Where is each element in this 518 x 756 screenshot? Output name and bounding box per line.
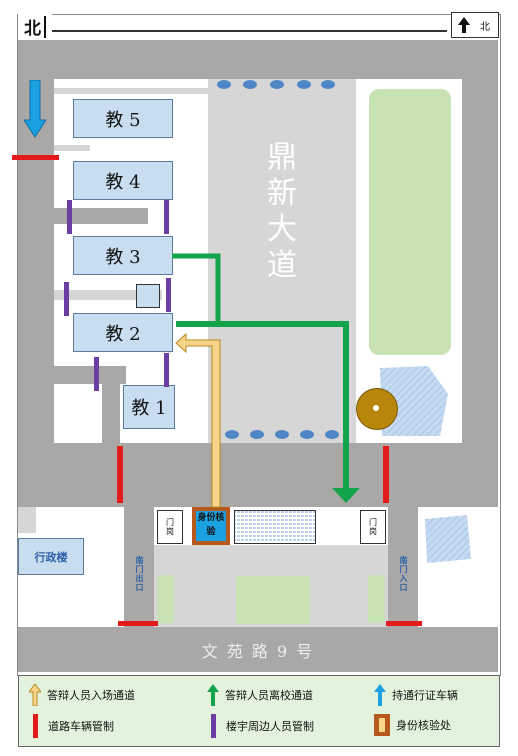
bottom-bollard-2 [250,430,264,439]
vehicle-arrow-icon [24,80,46,138]
gate-barrier [234,510,316,544]
gate-lawn-right [368,575,385,623]
entry-path-icon [175,332,221,508]
bottom-bollard-5 [325,430,339,439]
exit-arrowhead-icon [332,488,360,503]
compass-box: 北 [451,12,499,38]
north-corner [18,14,52,40]
legend-label: 道路车辆管制 [48,720,114,733]
exit-lane [124,507,154,627]
building-jiao5: 教 5 [73,99,173,138]
people-control-jiao2-right [164,353,169,387]
bottom-bollard-4 [300,430,314,439]
id-check-icon [374,714,390,736]
people-control-jiao3-left [64,282,69,316]
gate-lawn-center [236,576,310,624]
north-arrow-icon [458,17,470,33]
traffic-control-exit-vertical [117,446,123,503]
admin-building: 行政楼 [18,538,84,575]
corridor-3 [54,290,162,300]
green-arrow-icon [207,684,219,706]
fountain-center [373,405,379,411]
top-black-line [52,30,447,32]
building-jiao3: 教 3 [73,236,173,275]
entry-lane [388,507,418,627]
exit-path-jiao3 [172,253,221,325]
traffic-control-exit-bottom [118,621,158,626]
building-jiao1: 教 1 [123,385,175,429]
legend-vehicle: 持通行证车辆 [374,684,458,706]
legend-traffic-control: 道路车辆管制 [29,714,114,738]
legend-label: 持通行证车辆 [392,689,458,702]
walkway-1 [54,88,208,94]
guard-box-left: 门岗 [157,510,183,544]
legend-id-check: 身份核验处 [374,714,451,736]
north-label-top: 北 [24,19,41,39]
id-check-label: 身份核验 [196,511,226,541]
gate-lawn-left [157,575,174,623]
bottom-bollard-1 [225,430,239,439]
legend-label: 答辩人员离校通道 [225,689,313,702]
top-bollard-2 [243,80,257,89]
legend-label: 楼宇周边人员管制 [226,720,314,733]
people-control-jiao3-right [166,278,171,312]
exit-path-jiao2 [176,321,349,490]
blue-arrow-icon [374,684,386,706]
red-bar-icon [33,714,38,738]
top-bollard-1 [217,80,231,89]
walkway-2 [54,145,90,151]
corridor-4 [54,208,148,224]
traffic-control-entry-vertical [383,446,389,503]
legend: 答辩人员入场通道 答辩人员离校通道 持通行证车辆 道路车辆管制 楼宇周边人员管制… [18,675,500,747]
people-control-jiao4-left [67,200,72,234]
traffic-control-west [12,155,59,160]
legend-exit-path: 答辩人员离校通道 [207,684,313,706]
people-control-jiao4-right [164,200,169,234]
street-label: 文 苑 路 9 号 [201,642,315,661]
top-bollard-3 [270,80,284,89]
legend-label: 身份核验处 [396,719,451,732]
traffic-control-entry-bottom [386,621,422,626]
top-bollard-4 [297,80,311,89]
south-exit-label: 南门出口 [135,556,144,592]
right-lawn [369,89,451,355]
south-entry-label: 南门入口 [399,556,408,592]
yellow-arrow-icon [29,684,41,706]
small-square [136,284,160,308]
avenue-plaza [208,79,356,443]
legend-label: 答辩人员入场通道 [47,689,135,702]
legend-entry-path: 答辩人员入场通道 [29,684,135,706]
north-label-right: 北 [480,22,490,33]
avenue-label: 鼎新大道 [267,140,297,283]
people-control-jiao2-left [94,357,99,391]
purple-bar-icon [211,714,216,738]
grey-corner [18,507,36,533]
guard-box-right: 门岗 [360,510,386,544]
corridor-1-stem [102,384,120,444]
legend-people-control: 楼宇周边人员管制 [207,714,314,738]
building-jiao2: 教 2 [73,313,173,352]
hatched-building-east [425,515,471,563]
bottom-bollard-3 [275,430,289,439]
north-line-icon [44,16,46,38]
top-bollard-5 [321,80,335,89]
pond [380,366,448,436]
corridor-2 [54,366,126,384]
building-jiao4: 教 4 [73,161,173,200]
